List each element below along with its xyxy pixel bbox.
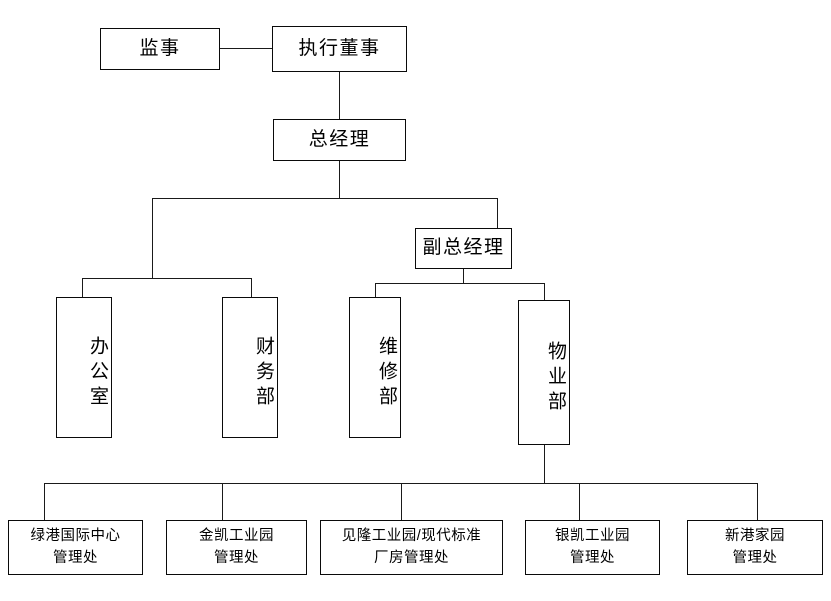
- node-management-office-3[interactable]: 见隆工业园/现代标准 厂房管理处: [320, 520, 503, 575]
- connector-supervisor-to-director: [220, 48, 272, 49]
- connector-left-branch-down: [152, 198, 153, 278]
- connector-to-office-1: [44, 483, 45, 520]
- connector-to-office-2: [222, 483, 223, 520]
- connector-gm-bus: [152, 198, 498, 199]
- management-office-line-1: 见隆工业园/现代标准: [341, 527, 482, 544]
- node-management-office-5[interactable]: 新港家园 管理处: [687, 520, 823, 575]
- connector-to-office-4: [579, 483, 580, 520]
- node-maintenance-dept[interactable]: 维修部: [349, 297, 401, 438]
- management-office-label: 见隆工业园/现代标准 厂房管理处: [325, 526, 498, 570]
- connector-gm-down: [339, 161, 340, 199]
- management-office-line-2: 管理处: [214, 549, 259, 566]
- node-management-office-2[interactable]: 金凯工业园 管理处: [166, 520, 307, 575]
- management-office-line-2: 管理处: [570, 549, 615, 566]
- connector-to-office: [82, 278, 83, 297]
- node-supervisor[interactable]: 监事: [100, 28, 220, 70]
- connector-deputy-gm-down: [463, 269, 464, 283]
- node-deputy-general-manager[interactable]: 副总经理: [415, 228, 512, 269]
- connector-to-finance: [251, 278, 252, 297]
- connector-offices-bus: [44, 483, 757, 484]
- management-office-line-1: 新港家园: [725, 527, 785, 544]
- management-office-label: 新港家园 管理处: [692, 526, 818, 570]
- node-finance-dept[interactable]: 财务部: [222, 297, 278, 438]
- connector-maintenance-property-bus: [375, 283, 545, 284]
- management-office-line-1: 金凯工业园: [199, 527, 274, 544]
- management-office-line-2: 管理处: [53, 549, 98, 566]
- connector-property-down: [544, 445, 545, 483]
- connector-to-deputy-gm: [497, 198, 498, 228]
- node-general-manager[interactable]: 总经理: [273, 119, 406, 161]
- connector-to-property: [544, 283, 545, 300]
- connector-to-maintenance: [375, 283, 376, 297]
- management-office-line-1: 绿港国际中心: [30, 527, 121, 544]
- management-office-label: 绿港国际中心 管理处: [13, 526, 138, 570]
- node-management-office-1[interactable]: 绿港国际中心 管理处: [8, 520, 143, 575]
- management-office-label: 金凯工业园 管理处: [171, 526, 302, 570]
- management-office-line-2: 管理处: [732, 549, 778, 566]
- connector-to-office-3: [401, 483, 402, 520]
- node-executive-director[interactable]: 执行董事: [272, 26, 407, 72]
- connector-director-to-gm: [339, 72, 340, 119]
- management-office-line-1: 银凯工业园: [555, 527, 630, 544]
- management-office-label: 银凯工业园 管理处: [530, 526, 655, 570]
- node-management-office-4[interactable]: 银凯工业园 管理处: [525, 520, 660, 575]
- node-property-dept[interactable]: 物业部: [518, 300, 570, 445]
- connector-office-finance-bus: [82, 278, 252, 279]
- connector-to-office-5: [757, 483, 758, 520]
- management-office-line-2: 厂房管理处: [374, 549, 449, 566]
- node-office[interactable]: 办公室: [56, 297, 112, 438]
